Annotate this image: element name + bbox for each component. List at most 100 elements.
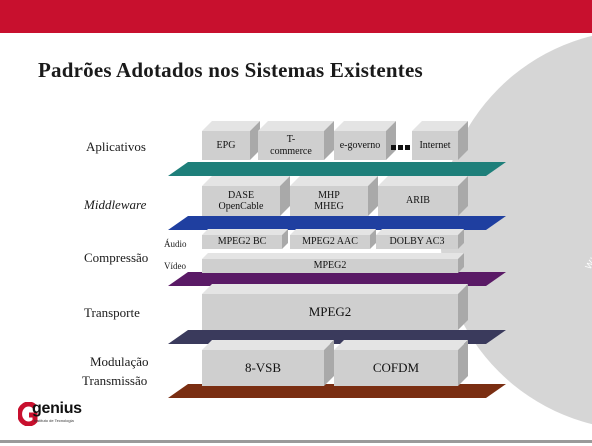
mpeg2-bc-side-face bbox=[282, 229, 288, 249]
box-tcommerce-line1: T- bbox=[286, 134, 296, 145]
genius-logo-icon bbox=[18, 402, 38, 426]
dolby-ac3-front-face bbox=[376, 235, 458, 249]
label-transporte: Transporte bbox=[84, 305, 140, 320]
tcommerce-top-face bbox=[258, 121, 334, 131]
label-video: Vídeo bbox=[164, 261, 186, 271]
internet-top-face bbox=[412, 121, 468, 131]
internet-front-face bbox=[412, 131, 458, 160]
transport-mpeg2-top-face bbox=[202, 284, 468, 294]
box-transport-mpeg2-label: MPEG2 bbox=[308, 303, 352, 319]
plate-compressao bbox=[168, 272, 506, 286]
label-audio: Áudio bbox=[164, 239, 187, 249]
transport-mpeg2-front-face bbox=[202, 294, 458, 330]
bottom-rule bbox=[0, 440, 592, 443]
mpeg2-aac-front-face bbox=[290, 235, 370, 249]
egoverno-front-face bbox=[334, 131, 386, 160]
label-compressao: Compressão bbox=[84, 250, 149, 265]
box-transport-mpeg2: MPEG2 bbox=[202, 294, 458, 330]
box-tcommerce-line2: commerce bbox=[270, 145, 312, 157]
cofdm-side-face bbox=[458, 340, 468, 386]
arib-side-face bbox=[458, 176, 468, 216]
box-internet-label: Internet bbox=[419, 139, 451, 151]
box-mpeg2-bc: MPEG2 BC bbox=[202, 235, 282, 249]
logo-tagline: Instituto de Tecnologia bbox=[34, 418, 74, 423]
dase-side-face bbox=[280, 176, 290, 216]
box-dolby-ac3-label: DOLBY AC3 bbox=[389, 236, 445, 248]
mhp-top-face bbox=[290, 176, 378, 186]
box-mpeg2-aac-label: MPEG2 AAC bbox=[302, 236, 358, 248]
box-cofdm-label: COFDM bbox=[372, 359, 420, 375]
internet-side-face bbox=[458, 121, 468, 160]
box-arib: ARIB bbox=[378, 186, 458, 216]
box-dase-line2: OpenCable bbox=[218, 201, 264, 212]
box-dase-line1: DASE bbox=[227, 189, 255, 201]
background-decoration: WWW.GENIUS.ORG.BR bbox=[440, 35, 592, 425]
dase-front-face bbox=[202, 186, 280, 216]
box-cofdm: COFDM bbox=[334, 350, 458, 386]
box-dolby-ac3: DOLBY AC3 bbox=[376, 235, 458, 249]
box-video-mpeg2: MPEG2 bbox=[202, 259, 458, 273]
box-epg-label: EPG bbox=[216, 139, 236, 151]
dase-top-face bbox=[202, 176, 290, 186]
mpeg2-aac-top-face bbox=[290, 229, 376, 235]
box-dase: DASE OpenCable bbox=[202, 186, 280, 216]
slide-title: Padrões Adotados nos Sistemas Existentes bbox=[38, 58, 423, 82]
transport-mpeg2-side-face bbox=[458, 284, 468, 330]
plate-modulacao bbox=[168, 384, 506, 398]
dolby-ac3-side-face bbox=[458, 229, 464, 249]
8vsb-side-face bbox=[324, 340, 334, 386]
mpeg2-aac-side-face bbox=[370, 229, 376, 249]
tcommerce-front-face bbox=[258, 131, 324, 160]
label-modulacao: Modulação bbox=[90, 354, 149, 369]
egoverno-side-face bbox=[386, 121, 396, 160]
epg-front-face bbox=[202, 131, 250, 160]
plate-middleware bbox=[168, 216, 506, 230]
background-circle bbox=[440, 35, 592, 425]
video-mpeg2-front-face bbox=[202, 259, 458, 273]
label-transmissao: Transmissão bbox=[82, 373, 148, 388]
title-bar bbox=[0, 0, 592, 33]
ellipsis-dot-3 bbox=[405, 145, 410, 150]
cofdm-front-face bbox=[334, 350, 458, 386]
mpeg2-bc-top-face bbox=[202, 229, 288, 235]
box-egoverno: e-governo bbox=[334, 131, 386, 160]
8vsb-top-face bbox=[202, 340, 334, 350]
mpeg2-bc-front-face bbox=[202, 235, 282, 249]
box-mpeg2-bc-label: MPEG2 BC bbox=[217, 236, 267, 248]
video-mpeg2-side-face bbox=[458, 253, 464, 273]
box-tcommerce: T- commerce bbox=[258, 131, 324, 160]
layer-boxes bbox=[202, 121, 468, 386]
box-internet: Internet bbox=[412, 131, 458, 160]
box-video-mpeg2-label: MPEG2 bbox=[313, 260, 347, 272]
genius-logo: genius Instituto de Tecnologia bbox=[18, 400, 128, 430]
epg-top-face bbox=[202, 121, 260, 131]
arib-front-face bbox=[378, 186, 458, 216]
video-mpeg2-top-face bbox=[202, 253, 464, 259]
ellipsis-dot-1 bbox=[391, 145, 396, 150]
arib-top-face bbox=[378, 176, 468, 186]
egoverno-top-face bbox=[334, 121, 396, 131]
tcommerce-side-face bbox=[324, 121, 334, 160]
epg-side-face bbox=[250, 121, 260, 160]
box-egoverno-label: e-governo bbox=[339, 139, 381, 151]
8vsb-front-face bbox=[202, 350, 324, 386]
box-mhp-line2: MHEG bbox=[314, 201, 344, 212]
mhp-front-face bbox=[290, 186, 368, 216]
box-mhp: MHP MHEG bbox=[290, 186, 368, 216]
ellipsis-dot-2 bbox=[398, 145, 403, 150]
mhp-side-face bbox=[368, 176, 378, 216]
box-8vsb-label: 8-VSB bbox=[244, 359, 282, 375]
cofdm-top-face bbox=[334, 340, 468, 350]
box-mhp-line1: MHP bbox=[318, 189, 340, 201]
box-epg: EPG bbox=[202, 131, 250, 160]
box-arib-label: ARIB bbox=[406, 195, 430, 207]
ellipsis-dots bbox=[391, 145, 410, 150]
box-mpeg2-aac: MPEG2 AAC bbox=[290, 235, 370, 249]
plate-aplicativos bbox=[168, 162, 506, 176]
logo-name: genius bbox=[32, 400, 82, 417]
label-aplicativos: Aplicativos bbox=[86, 139, 146, 154]
label-middleware: Middleware bbox=[84, 197, 147, 212]
dolby-ac3-top-face bbox=[376, 229, 464, 235]
